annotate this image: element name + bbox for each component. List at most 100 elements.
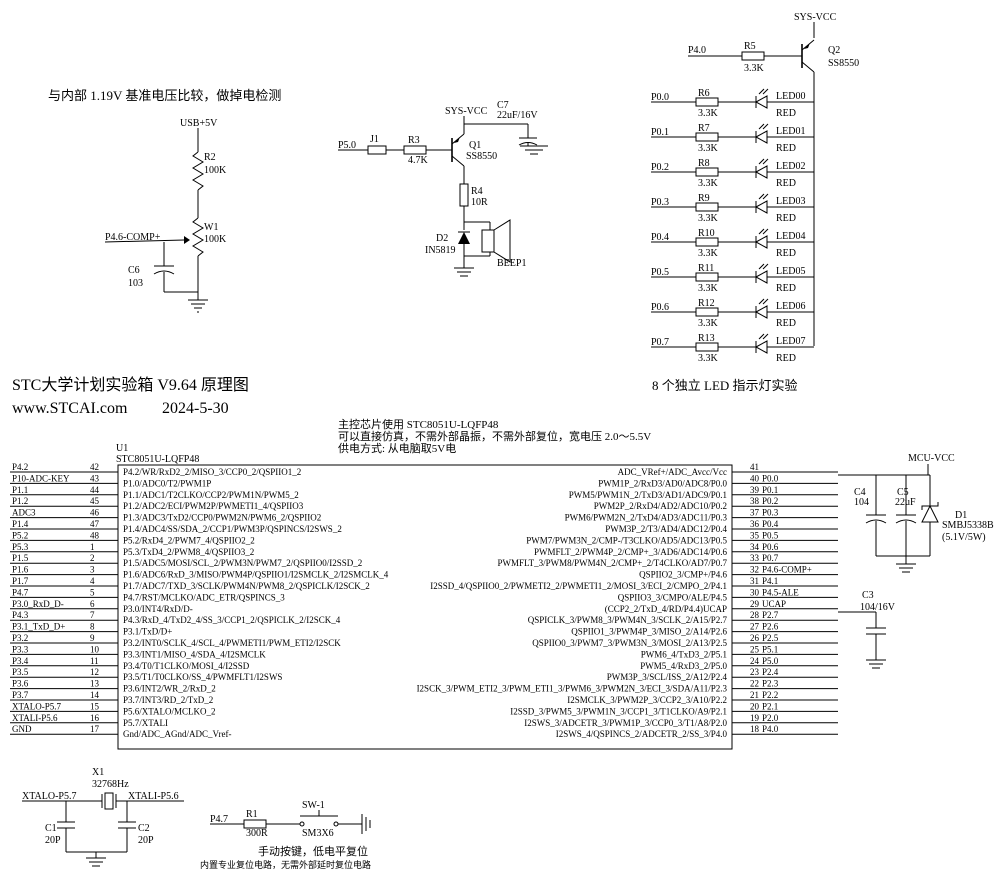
left-pin-net: P5.3 — [12, 542, 29, 552]
comparator-note: 与内部 1.19V 基准电压比较，做掉电检测 — [48, 88, 281, 103]
right-pin-net: UCAP — [762, 599, 786, 609]
left-pin-number: 46 — [90, 508, 100, 518]
right-pin-number: 34 — [750, 542, 760, 552]
r4-resistor — [459, 183, 469, 207]
led-color: RED — [776, 318, 796, 329]
xtalo-label: XTALO-P5.7 — [22, 791, 76, 802]
left-pin-net: P3.3 — [12, 644, 29, 654]
left-pin-number: 12 — [90, 667, 99, 677]
chip-note-3: 供电方式: 从电脑取5V电 — [338, 441, 456, 455]
ground-icon — [866, 659, 886, 669]
mcu-right-pin: QSPIIO0_3/PWM7_3/PWM3N_3/MOSI_2/A13/P2.5… — [532, 633, 838, 648]
mcu-right-pin: QSPICLK_3/PWM8_3/PWM4N_3/SCLK_2/A15/P2.7… — [528, 610, 838, 625]
led-resistor-label: R8 — [698, 158, 710, 169]
led-label: LED01 — [776, 126, 805, 137]
left-pin-number: 4 — [90, 576, 95, 586]
r1-resistor — [243, 819, 267, 829]
led-color: RED — [776, 213, 796, 224]
left-pin-function: P5.6/XTALO/MCLKO_2 — [123, 706, 216, 716]
left-pin-net: ADC3 — [12, 508, 36, 518]
comp-net-label: P4.6-COMP+ — [105, 232, 161, 243]
right-pin-number: 19 — [750, 713, 760, 723]
led-color: RED — [776, 353, 796, 364]
left-pin-number: 14 — [90, 690, 100, 700]
right-pin-net: P2.1 — [762, 701, 778, 711]
right-pin-number: 28 — [750, 610, 760, 620]
led-label: LED03 — [776, 196, 805, 207]
left-pin-number: 5 — [90, 587, 95, 597]
left-pin-number: 15 — [90, 701, 100, 711]
right-pin-number: 25 — [750, 644, 760, 654]
led-resistor-label: R12 — [698, 298, 715, 309]
led-label: LED06 — [776, 301, 805, 312]
reset-circuit: P4.7 R1 300R SW-1 SM3X6 手动按键，低电平复位 内置专业复… — [200, 800, 371, 870]
c3-label: C3 — [862, 590, 874, 601]
led-net-label: P0.6 — [651, 302, 669, 313]
right-pin-function: QSPIIO1_3/PWM4P_3/MISO_2/A14/P2.6 — [571, 627, 727, 637]
left-pin-net: P4.7 — [12, 587, 29, 597]
reset-note-2: 内置专业复位电路，无需外部延时复位电路 — [200, 859, 371, 870]
led-net-label: P0.1 — [651, 127, 669, 138]
right-pin-function: QSPIIO0_3/PWM7_3/PWM3N_3/MOSI_2/A13/P2.5 — [532, 638, 727, 648]
right-pin-net: P2.3 — [762, 679, 779, 689]
c1-value: 20P — [45, 835, 61, 846]
right-pin-function: PWM5_4/RxD3_2/P5.0 — [640, 661, 727, 671]
left-pin-net: P4.3 — [12, 610, 29, 620]
right-pin-function: PWMFLT_2/PWM4P_2/CMP+_3/AD6/ADC14/P0.6 — [534, 547, 728, 557]
right-pin-net: P0.4 — [762, 519, 779, 529]
left-pin-number: 3 — [90, 565, 95, 575]
right-pin-net: P2.5 — [762, 633, 779, 643]
right-pin-function: PWM2P_2/RxD4/AD2/ADC10/P0.2 — [594, 501, 727, 511]
left-pin-function: P4.2/WR/RxD2_2/MISO_3/CCP0_2/QSPIIO1_2 — [123, 467, 301, 477]
led-resistor — [695, 342, 719, 352]
w1-value: 100K — [204, 234, 227, 245]
led-color: RED — [776, 143, 796, 154]
led-net-label: P0.3 — [651, 197, 669, 208]
left-pin-net: P3.0_RxD_D- — [12, 599, 64, 609]
left-pin-number: 2 — [90, 553, 95, 563]
left-pin-function: P1.3/ADC3/TxD2/CCP0/PWM2N/PWM6_2/QSPIIO2 — [123, 513, 321, 523]
website-text: www.STCAI.com — [12, 400, 128, 417]
ground-icon — [520, 145, 548, 155]
right-pin-function: PWM5/PWM1N_2/TxD3/AD1/ADC9/P0.1 — [569, 490, 727, 500]
c6-value: 103 — [128, 278, 143, 289]
right-pin-number: 41 — [750, 462, 759, 472]
left-pin-number: 44 — [90, 485, 100, 495]
left-pin-number: 13 — [90, 679, 100, 689]
d2-label: D2 — [436, 233, 448, 244]
right-pin-net: P4.1 — [762, 576, 778, 586]
right-pin-net: P4.5-ALE — [762, 587, 799, 597]
right-pin-function: ADC_VRef+/ADC_Avcc/Vcc — [618, 467, 727, 477]
left-pin-number: 8 — [90, 622, 95, 632]
left-pin-function: P3.2/INT0/SCLK_4/SCL_4/PWMETI1/PWM_ETI2/… — [123, 638, 341, 648]
left-pin-net: P1.5 — [12, 553, 29, 563]
left-pin-function: P3.3/INT1/MISO_4/SDA_4/I2SMCLK — [123, 649, 266, 659]
left-pin-net: P10-ADC-KEY — [12, 473, 70, 483]
u1-part: STC8051U-LQFP48 — [116, 454, 199, 465]
c4-value: 104 — [854, 497, 869, 508]
right-pin-net: P0.0 — [762, 473, 779, 483]
j1-label: J1 — [370, 134, 379, 145]
right-pin-net: P0.3 — [762, 508, 779, 518]
led-net-label: P0.7 — [651, 337, 669, 348]
title-block: STC大学计划实验箱 V9.64 原理图 www.STCAI.com 2024-… — [12, 376, 249, 417]
left-pin-function: P3.7/INT3/RD_2/TxD_2 — [123, 695, 213, 705]
right-pin-net: P4.6-COMP+ — [762, 565, 812, 575]
left-pin-number: 47 — [90, 519, 100, 529]
led-note: 8 个独立 LED 指示灯实验 — [652, 378, 798, 393]
